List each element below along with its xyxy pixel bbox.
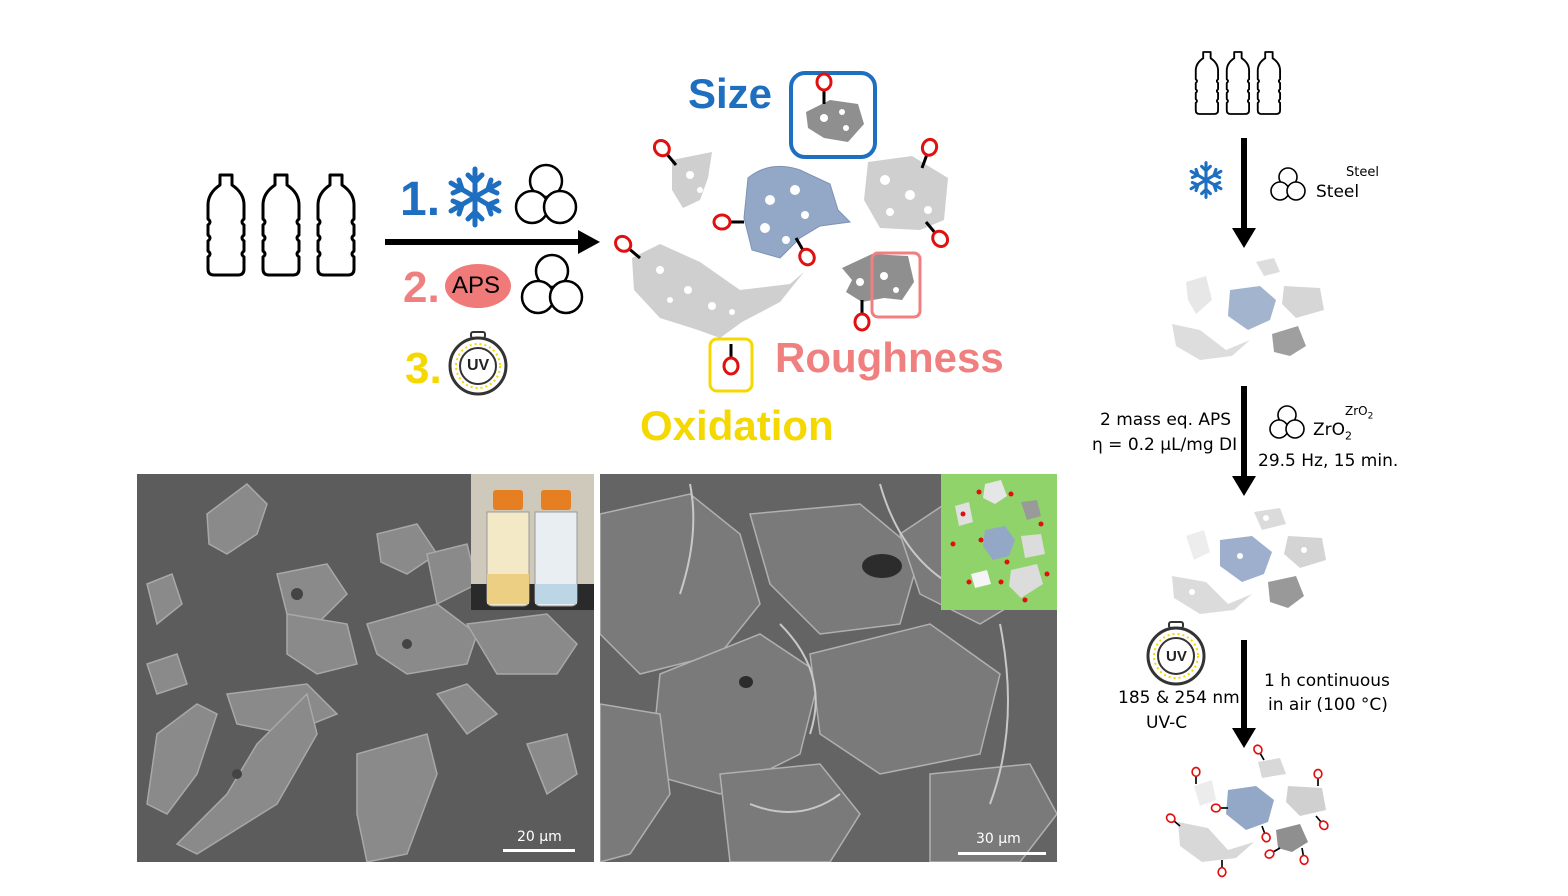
- steel-superscript: Steel: [1346, 165, 1379, 180]
- side-bottles-icon: [1194, 51, 1282, 115]
- step-3-label: 3.: [405, 344, 442, 393]
- aps-chip-label: APS: [452, 272, 501, 299]
- particle-cluster: [611, 71, 953, 393]
- uv-duration-label: 1 h continuous: [1264, 671, 1390, 691]
- aps-amount-label: 2 mass eq. APS: [1100, 410, 1232, 430]
- uv-condition-label: in air (100 °C): [1268, 695, 1388, 715]
- milling-balls-icon: [1269, 405, 1305, 439]
- uv-c-label: UV-C: [1146, 713, 1188, 733]
- zro2-text: ZrO: [1313, 420, 1346, 440]
- main-process-arrow: [385, 230, 600, 254]
- side-particles-milled: [1172, 258, 1324, 360]
- milling-frequency-label: 29.5 Hz, 15 min.: [1258, 451, 1399, 471]
- side-particles-oxidized: [1164, 742, 1331, 878]
- milling-balls-icon: [520, 253, 584, 315]
- snowflake-icon: [451, 169, 499, 225]
- sem-micrograph-2: 30 µm: [600, 474, 1057, 862]
- milling-balls-icon: [514, 163, 578, 225]
- bottles-photo-inset: [471, 474, 594, 610]
- aps-ratio-label: η = 0.2 µL/mg DI: [1092, 435, 1238, 455]
- side-uv-icon-text: UV: [1166, 648, 1187, 665]
- aps-chip: [445, 264, 511, 308]
- zro2-sub: 2: [1345, 429, 1353, 443]
- scale-label-1: 20 µm: [517, 829, 562, 845]
- zro2-super-text: ZrO: [1345, 404, 1368, 418]
- zro2-label: ZrO2: [1313, 420, 1352, 442]
- snowflake-icon: [1189, 161, 1223, 199]
- sem-micrograph-1: 20 µm: [137, 474, 594, 862]
- oxidation-label: Oxidation: [640, 402, 834, 449]
- pet-bottles-icon: [206, 173, 356, 277]
- steel-label: Steel: [1316, 182, 1360, 202]
- scale-bar-1: [503, 849, 575, 852]
- particles-cartoon-inset: [941, 474, 1057, 610]
- uv-icon-text: UV: [467, 357, 490, 374]
- zro2-superscript: ZrO2: [1345, 404, 1373, 421]
- scale-label-2: 30 µm: [976, 831, 1021, 847]
- milling-balls-icon: [1270, 167, 1306, 201]
- uv-wavelength-label: 185 & 254 nm: [1118, 688, 1240, 708]
- side-particles-aps: [1172, 508, 1326, 614]
- scale-bar-2: [958, 852, 1046, 855]
- step-1-label: 1.: [400, 173, 441, 226]
- step-2-label: 2.: [403, 263, 440, 312]
- size-label: Size: [688, 70, 773, 117]
- zro2-super-sub: 2: [1367, 411, 1374, 422]
- side-arrow: [1232, 138, 1256, 748]
- roughness-label: Roughness: [775, 334, 1004, 381]
- sem-texture: [137, 474, 594, 862]
